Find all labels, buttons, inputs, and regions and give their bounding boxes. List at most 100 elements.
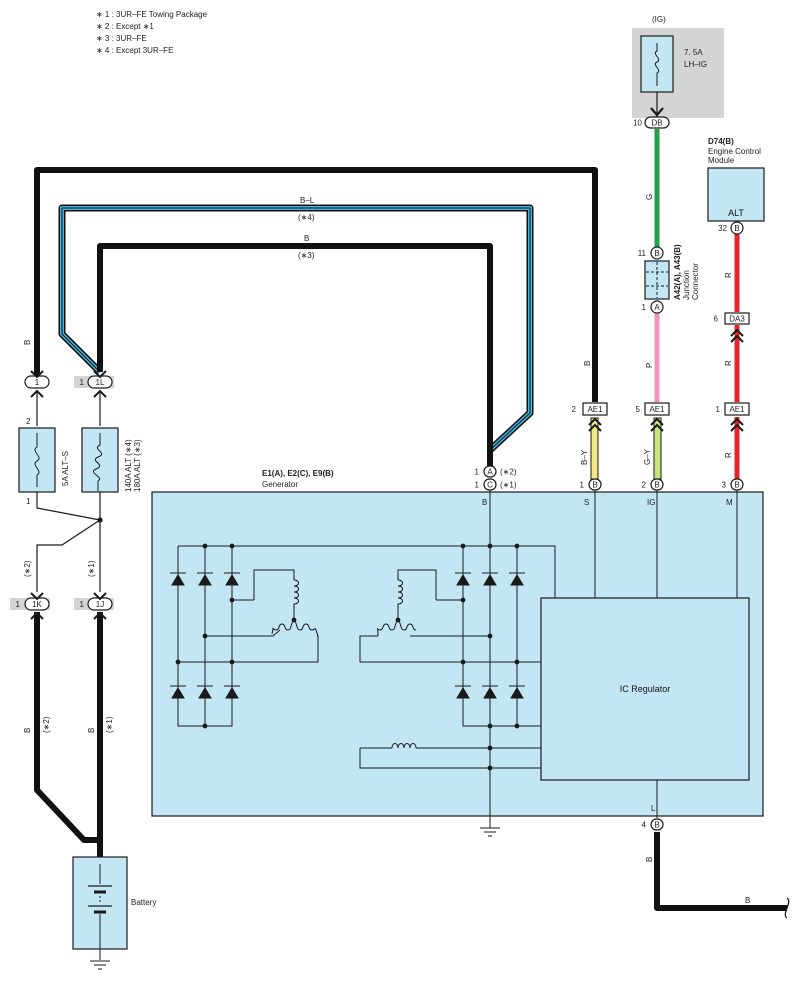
wires	[34, 129, 790, 919]
connector-db	[644, 116, 670, 129]
connector-1-pin: 1	[35, 378, 40, 387]
ae1-m-label: AE1	[729, 405, 745, 414]
junction-pin-bottom-letter: A	[654, 303, 660, 312]
diode-icon	[456, 687, 470, 699]
wire-ground-b	[654, 832, 787, 911]
generator-pin-ig-letter: B	[654, 481, 659, 490]
stator-coil-right-icon	[377, 579, 417, 637]
label-g: G	[645, 194, 654, 200]
arrow-icon	[730, 423, 744, 432]
ae1-connector-ig	[644, 402, 670, 416]
generator-pin-l-number: 4	[642, 821, 647, 830]
label-b-left: B	[23, 340, 32, 345]
ecm-pin	[730, 221, 744, 235]
ae1-s-label: AE1	[587, 405, 603, 414]
label-r-3: R	[724, 452, 733, 458]
arrow-icon	[93, 611, 107, 620]
connector-1l-pin: 1	[80, 378, 85, 387]
ig-fuse-name: LH–IG	[684, 60, 707, 69]
arrow-icon	[730, 417, 744, 426]
label-r-2: R	[724, 360, 733, 366]
connector-db-label: DB	[651, 119, 662, 128]
generator-pin-a-letter: A	[487, 468, 493, 477]
diode-icon	[510, 574, 524, 586]
fusible-link-icon	[93, 433, 103, 491]
alt-s-label: 5A ALT–S	[61, 451, 70, 486]
generator-pin-s-number: 1	[580, 481, 585, 490]
generator-pin-l-letter: B	[654, 821, 659, 830]
da3-box	[724, 312, 750, 325]
connector-da3: DA3 6	[714, 312, 750, 343]
ig-label: (IG)	[652, 15, 666, 24]
ig-fuse-rating: 7. 5A	[684, 48, 703, 57]
diode-icon	[483, 687, 497, 699]
ecm-pin-number: 32	[718, 224, 727, 233]
ae1-connector-m	[724, 402, 750, 416]
alt-label-1: 140A ALT (∗4)	[124, 439, 133, 492]
label-b-bat-1: B	[87, 728, 96, 733]
label-note1-bat: (∗1)	[105, 716, 114, 733]
label-b-end: B	[745, 896, 750, 905]
alt-fuses: 1 1L 1 2 5A ALT–S 1 140A ALT (∗4) 180A A…	[10, 370, 142, 620]
diode-icon	[456, 574, 470, 586]
label-note3: (∗3)	[298, 251, 315, 260]
diodes	[170, 572, 525, 699]
wire-break-icon	[784, 897, 790, 919]
arrow-icon	[93, 592, 107, 601]
arrow-icon	[93, 370, 107, 379]
arrow-icon	[30, 592, 44, 601]
connector-1j-pin: 1	[80, 600, 85, 609]
arrow-icon	[650, 423, 664, 432]
note-1-marker: (∗1)	[87, 560, 96, 577]
da3-pin: 6	[714, 315, 719, 324]
generator-pin-s-letter: B	[592, 481, 597, 490]
notes-legend: ∗ 1 : 3UR–FE Towing Package ∗ 2 : Except…	[96, 10, 208, 55]
diode-icon	[510, 687, 524, 699]
ae1-m-pin: 1	[716, 405, 721, 414]
ground-icon	[480, 827, 500, 837]
generator-pin-a-note: (∗2)	[500, 468, 517, 477]
diode-icon	[225, 574, 239, 586]
diode-icon	[198, 574, 212, 586]
alt-s-pin-bottom: 1	[26, 497, 31, 506]
wire-b-inner	[97, 243, 493, 466]
generator-pin-l	[650, 818, 664, 831]
label-p: P	[645, 363, 654, 368]
generator-pin-a-number: 1	[475, 468, 480, 477]
ic-regulator	[540, 597, 750, 781]
ecm-terminal: ALT	[728, 208, 744, 218]
ground-icon	[90, 960, 110, 970]
junction-name-2: Connector	[691, 263, 700, 300]
arrow-icon	[588, 423, 602, 432]
label-b-ground: B	[645, 857, 654, 862]
label-gy: G–Y	[643, 448, 652, 465]
arrow-icon	[730, 328, 744, 337]
generator: E1(A), E2(C), E9(B) Generator A 1 (∗2) C…	[151, 465, 764, 837]
ecm-name-1: Engine Control	[708, 147, 761, 156]
generator-pin-ig-number: 2	[642, 481, 647, 490]
label-note4: (∗4)	[298, 213, 315, 222]
ae1-connector-s	[582, 402, 608, 416]
ae1-ig-label: AE1	[649, 405, 665, 414]
junction-name-1: Junction	[682, 270, 691, 300]
ae1-connectors: AE1 2 AE1 5 AE1 1	[572, 402, 750, 432]
label-b-right: B	[583, 361, 592, 366]
generator-pin-c-note: (∗1)	[500, 481, 517, 490]
alt-label-2: 180A ALT (∗3)	[133, 439, 142, 492]
label-r-1: R	[724, 272, 733, 278]
generator-name: Generator	[262, 480, 298, 489]
ecm-code: D74(B)	[708, 137, 734, 146]
arrow-icon	[650, 417, 664, 426]
arrow-icon	[588, 417, 602, 426]
terminal-ig: IG	[647, 498, 655, 507]
generator-pin-m-number: 3	[722, 481, 727, 490]
label-b-bat-2: B	[23, 728, 32, 733]
diode-icon	[171, 687, 185, 699]
diode-icon	[483, 574, 497, 586]
label-by: B–Y	[580, 449, 589, 465]
label-bl: B–L	[300, 196, 315, 205]
connector-1l-label: 1L	[96, 378, 105, 387]
rotor-coil-icon	[359, 743, 541, 769]
wire-b-outer	[34, 167, 598, 402]
